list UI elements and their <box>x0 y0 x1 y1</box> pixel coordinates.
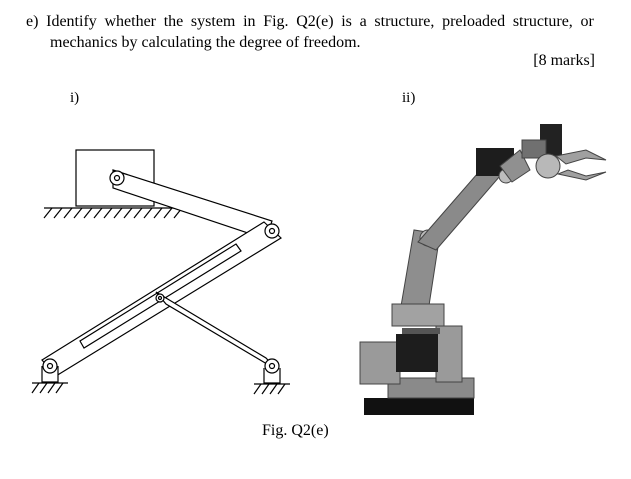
question-word: is <box>341 13 352 30</box>
question-word: the <box>163 13 184 30</box>
mechanism-diagram <box>31 149 290 395</box>
robot-base-bracket <box>387 377 475 399</box>
question-word: in <box>243 13 256 30</box>
subfigure-label-i: i) <box>70 90 80 106</box>
base-servo <box>396 334 438 372</box>
question-line-2: mechanics by calculating the degree of f… <box>50 34 361 51</box>
figure-caption: Fig. Q2(e) <box>262 422 329 439</box>
gripper-jaw-top <box>554 149 607 165</box>
question-word: Identify <box>46 13 97 30</box>
gripper-jaw-bottom <box>556 169 607 181</box>
question-word: system <box>190 13 236 30</box>
question-word: Q2(e) <box>296 13 334 30</box>
marks-label: [8 marks] <box>533 52 595 69</box>
ground-hatching-right <box>253 383 286 395</box>
robot-base-plate <box>364 398 474 415</box>
gripper-gear <box>535 153 561 179</box>
question-word: preloaded <box>442 13 506 30</box>
cross-link <box>155 291 278 371</box>
subfigure-label-ii: ii) <box>402 90 416 106</box>
robot-arm-image <box>359 124 607 415</box>
question-label: e) <box>26 13 39 30</box>
upper-arm <box>417 165 501 251</box>
ground-hatching-left <box>31 382 64 394</box>
ground-hatching-top <box>43 207 183 219</box>
question-word: whether <box>104 13 156 30</box>
question-word: or <box>580 13 594 30</box>
question-word: Fig. <box>263 13 289 30</box>
question-word: structure, <box>512 13 573 30</box>
question-word: structure, <box>374 13 435 30</box>
question-word: a <box>359 13 367 30</box>
